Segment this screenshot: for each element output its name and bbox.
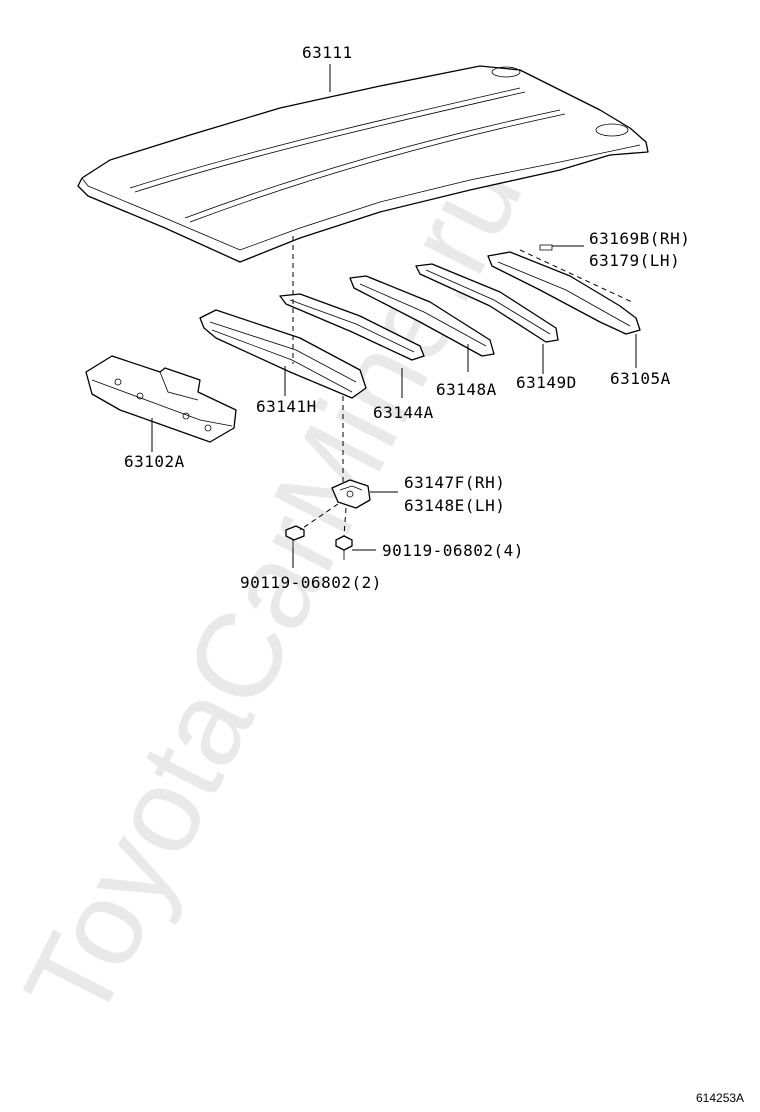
label-rail-rear-rh: 63169B(RH) [589, 229, 690, 248]
bow-2-drawing [349, 275, 495, 357]
bow-1-drawing [279, 293, 425, 361]
diagram-reference: 614253A [696, 1091, 744, 1105]
label-bow-3: 63149D [516, 373, 577, 392]
label-bracket-rh: 63147F(RH) [404, 473, 505, 492]
label-reinforcement-front: 63141H [256, 397, 317, 416]
front-header-drawing [85, 355, 237, 443]
rear-rail-drawing [487, 244, 641, 335]
front-reinforcement-drawing [199, 309, 367, 399]
bolt-b-drawing [285, 525, 305, 548]
label-rail-rear-lh: 63179(LH) [589, 251, 680, 270]
roof-panel-drawing [77, 65, 649, 263]
label-rail-rear: 63105A [610, 369, 671, 388]
bracket-drawing [331, 479, 371, 509]
label-bow-2: 63148A [436, 380, 497, 399]
label-bracket-lh: 63148E(LH) [404, 496, 505, 515]
label-roof-panel: 63111 [302, 43, 353, 62]
label-bolt-b: 90119-06802(2) [240, 573, 382, 592]
label-bow-1: 63144A [373, 403, 434, 422]
bow-3-drawing [415, 263, 559, 343]
label-bolt-a: 90119-06802(4) [382, 541, 524, 560]
label-header-front: 63102A [124, 452, 185, 471]
